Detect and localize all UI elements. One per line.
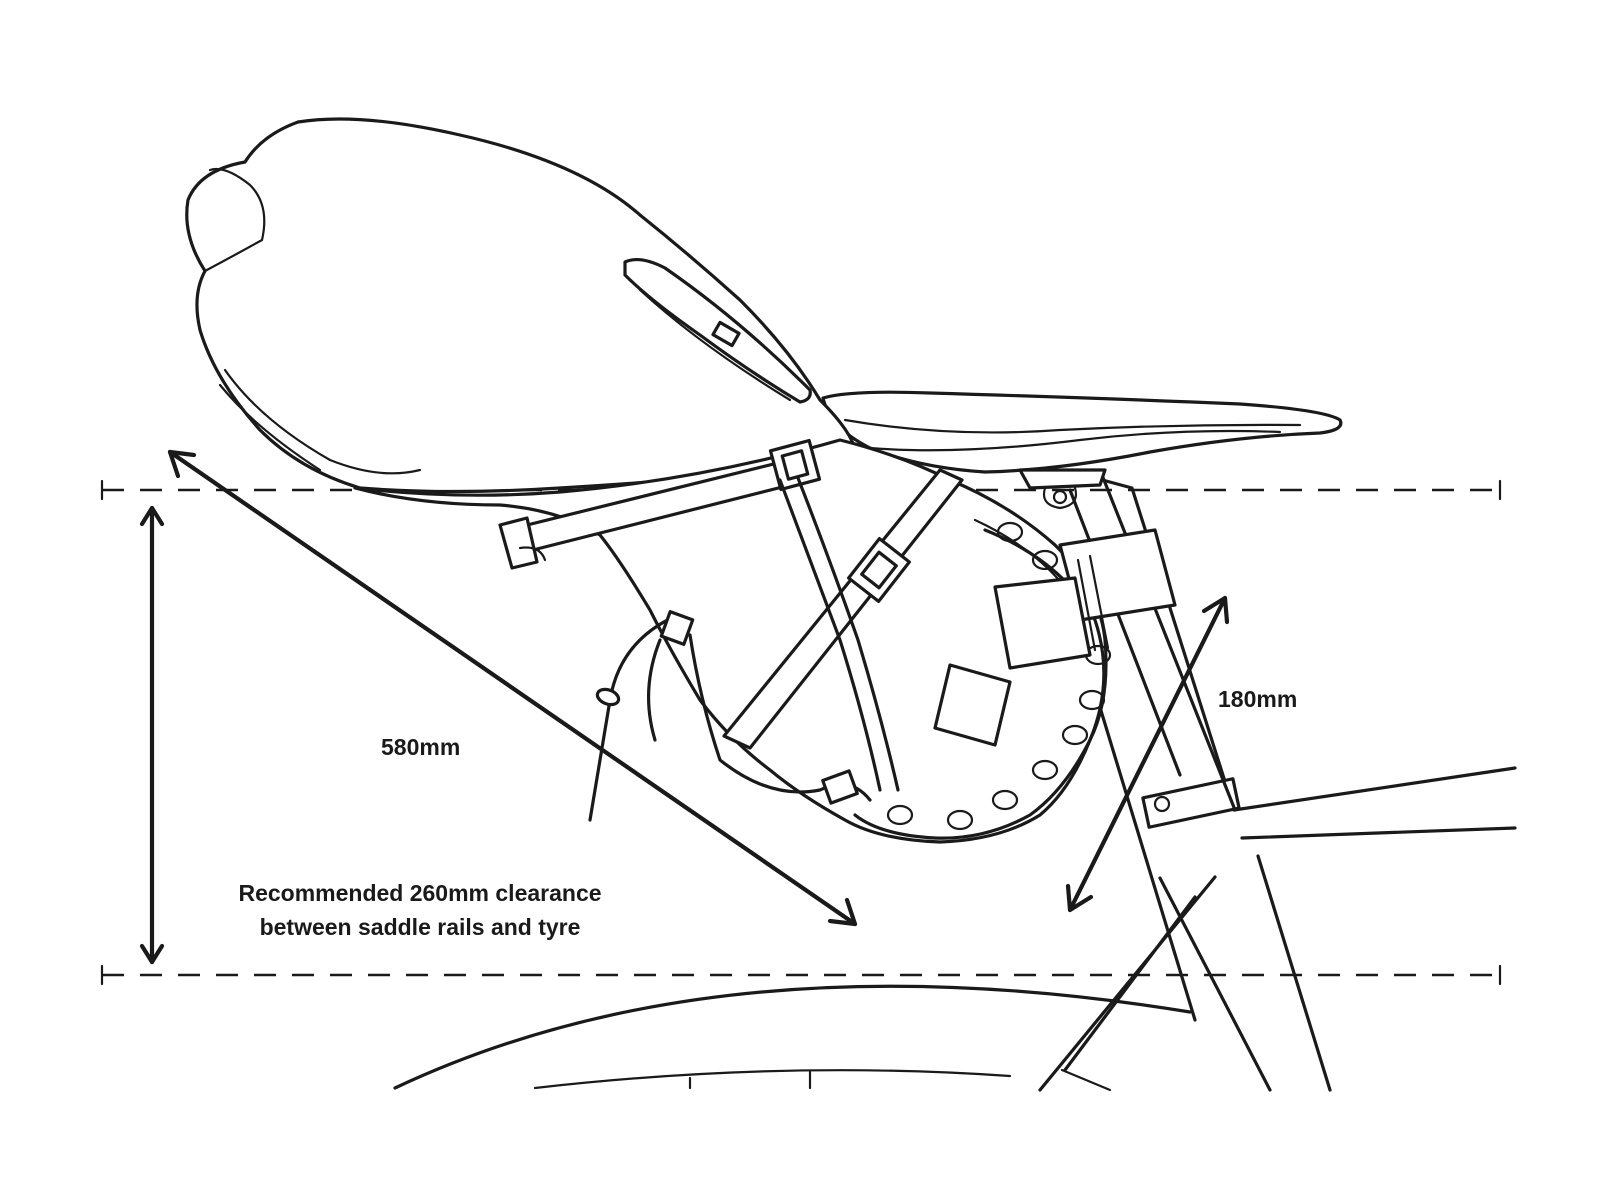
rear-wheel (393, 984, 1192, 1090)
clearance-arrow (139, 505, 165, 965)
bicycle-frame (1038, 476, 1517, 1092)
seatpost-mount-block (993, 576, 1092, 670)
seatpost-clamp (1018, 468, 1107, 490)
saddle-shell (821, 390, 1343, 474)
saddle-bag (185, 117, 1177, 844)
cord-lock (595, 687, 621, 707)
seat-clamp (1141, 777, 1241, 829)
bag-harness-body (353, 438, 1108, 844)
clearance-label-line-2: between saddle rails and tyre (259, 914, 581, 940)
length-arrow (167, 449, 858, 927)
strap-end-hook (498, 516, 539, 570)
clearance-label: Recommended 260mm clearance between sadd… (190, 876, 650, 944)
stuff-sack (185, 117, 858, 494)
saddle (821, 390, 1343, 510)
bag-logo-patch (933, 663, 1012, 747)
clearance-label-line-1: Recommended 260mm clearance (238, 880, 602, 906)
strap-buckle-top (711, 320, 741, 348)
height-arrow (1065, 595, 1230, 913)
length-label: 580mm (381, 734, 461, 760)
compression-strap-diagonal (722, 468, 964, 750)
dimension-arrows (139, 449, 1230, 965)
strap-keeper (821, 769, 859, 805)
height-label: 180mm (1218, 686, 1298, 712)
